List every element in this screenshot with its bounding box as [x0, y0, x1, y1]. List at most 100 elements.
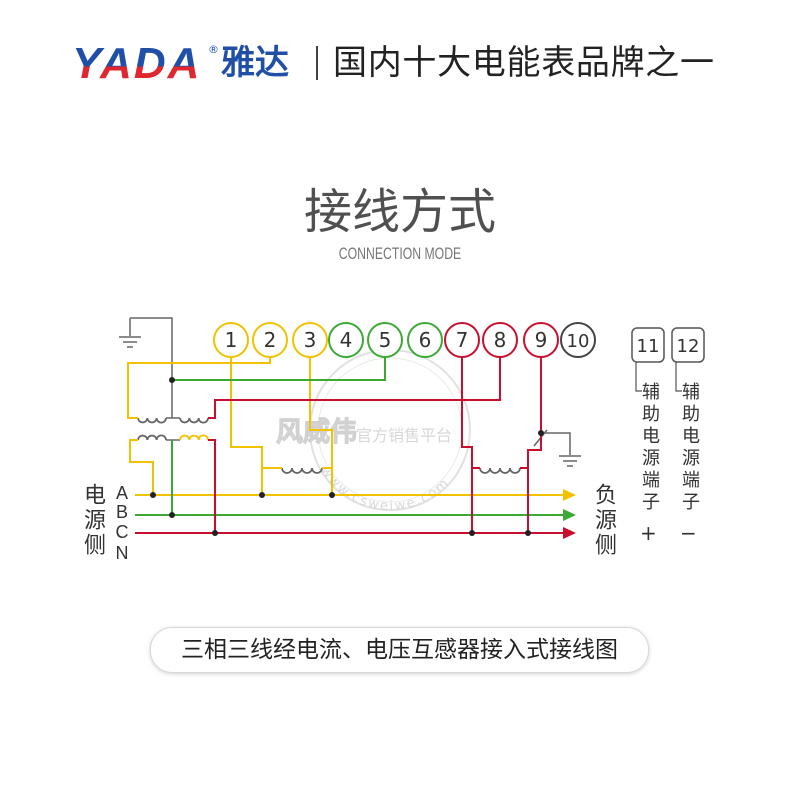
wire-terminal-1 — [230, 357, 263, 495]
wire-terminal-5 — [172, 357, 386, 381]
yada-logo: YADA — [72, 39, 202, 88]
arrow-line-a — [563, 489, 576, 501]
watermark: 风威伟 官方销售平台 www.csweiwe.com — [276, 349, 471, 514]
wire-terminal-9 — [527, 357, 542, 533]
current-transformers — [281, 467, 521, 474]
ct-coil-phase-a — [281, 467, 323, 474]
aux-terminal-12: 12 — [671, 327, 705, 392]
junction-dot — [169, 377, 175, 383]
phase-label-n: N — [115, 543, 129, 563]
watermark-url-path: www.csweiwe.com — [317, 464, 451, 514]
arrow-line-c — [563, 527, 576, 539]
wire-terminal-3 — [309, 357, 333, 495]
terminal-10-circle — [560, 322, 596, 358]
terminal-1-label: 1 — [225, 328, 238, 352]
phase-label-a: A — [115, 483, 128, 503]
pt-secondary-coil-left — [137, 417, 167, 424]
page-subtitle: CONNECTION MODE — [338, 244, 462, 263]
wire-terminal-2 — [127, 357, 271, 419]
ct-coil-phase-c — [479, 467, 521, 474]
wire-terminal-8 — [208, 357, 501, 419]
junction-dot — [169, 512, 175, 518]
junction-dot — [538, 430, 544, 436]
terminal-4-circle — [328, 322, 364, 358]
page-title: 接线方式 — [303, 184, 496, 240]
terminal-1: 1 — [213, 322, 249, 358]
terminal-9-label: 9 — [535, 328, 548, 352]
arrow-line-b — [563, 509, 576, 521]
junction-dot — [525, 530, 531, 536]
source-side-label: 电源侧 — [80, 483, 105, 558]
aux-terminal-11-box — [631, 327, 665, 363]
wire-pt-primary-a — [129, 439, 154, 495]
terminal-5: 5 — [367, 322, 403, 358]
terminal-3-circle — [292, 322, 328, 358]
brand-slogan: 国内十大电能表品牌之一 — [333, 43, 715, 83]
phase-label-c: C — [115, 522, 129, 542]
voltage-transformers — [137, 417, 209, 441]
phase-a-wires — [127, 357, 563, 496]
pt-primary-coil-right — [179, 434, 209, 441]
terminal-5-label: 5 — [379, 328, 392, 352]
terminal-10-label: 10 — [567, 331, 590, 352]
terminal-4-label: 4 — [340, 328, 353, 352]
aux-terminal-11: 11 — [631, 327, 665, 392]
terminal-7: 7 — [444, 322, 480, 358]
aux-terminal-11-lead — [635, 362, 642, 392]
watermark-brand: 风威伟 — [276, 417, 357, 448]
watermark-url: www.csweiwe.com — [317, 464, 453, 514]
junction-dot — [259, 492, 265, 498]
aux-terminal-11-description: 辅助电源端子 — [639, 382, 660, 514]
junction-dots — [150, 377, 544, 536]
terminal-8-label: 8 — [494, 328, 507, 352]
registered-mark: ® — [208, 43, 219, 56]
terminal-1-circle — [213, 322, 249, 358]
aux-terminal-12-box — [671, 327, 705, 363]
aux-terminal-12-lead — [675, 362, 682, 392]
terminal-7-circle — [444, 322, 480, 358]
terminal-3-label: 3 — [304, 328, 317, 352]
terminal-8-circle — [482, 322, 518, 358]
aux-terminal-11-label: 11 — [637, 336, 660, 357]
ground-wire-right — [541, 432, 571, 455]
terminal-9: 9 — [523, 322, 559, 358]
junction-dot — [150, 492, 156, 498]
terminal-6-circle — [407, 322, 443, 358]
terminal-2-circle — [252, 322, 288, 358]
terminal-4: 4 — [328, 322, 364, 358]
aux-terminal-12-label: 12 — [677, 336, 700, 357]
terminal-3: 3 — [292, 322, 328, 358]
aux-terminal-12-description: 辅助电源端子 — [679, 382, 700, 514]
ground-symbol-left — [119, 318, 141, 348]
phase-label-b: B — [115, 502, 128, 522]
ground-wire-left — [130, 317, 173, 418]
terminal-8: 8 — [482, 322, 518, 358]
junction-dot — [212, 530, 218, 536]
junction-dot — [329, 492, 335, 498]
pt-secondary-coil-right — [179, 417, 209, 424]
brand-chinese-name: 雅达 — [221, 43, 289, 83]
terminal-2-label: 2 — [264, 328, 277, 352]
terminal-5-circle — [367, 322, 403, 358]
pt-primary-coil-left — [137, 434, 167, 441]
wire-terminal-7 — [461, 357, 473, 533]
wire-pt-primary-c — [208, 439, 216, 533]
aux-terminal-12-polarity: − — [680, 521, 697, 545]
terminal-6: 6 — [407, 322, 443, 358]
ground-symbol-right — [559, 455, 581, 467]
diagram-caption: 三相三线经电流、电压互感器接入式接线图 — [150, 627, 649, 673]
terminal-2: 2 — [252, 322, 288, 358]
terminal-9-circle — [523, 322, 559, 358]
terminal-6-label: 6 — [419, 328, 432, 352]
watermark-text: 官方销售平台 — [356, 426, 452, 445]
junction-dot — [469, 530, 475, 536]
header-divider — [316, 46, 318, 80]
phase-c-wires — [135, 357, 563, 534]
terminal-7-label: 7 — [456, 328, 469, 352]
terminal-10: 10 — [560, 322, 596, 358]
load-side-label: 负源侧 — [591, 483, 616, 558]
phase-b-wires — [135, 357, 563, 516]
aux-terminal-11-polarity: + — [640, 521, 657, 545]
